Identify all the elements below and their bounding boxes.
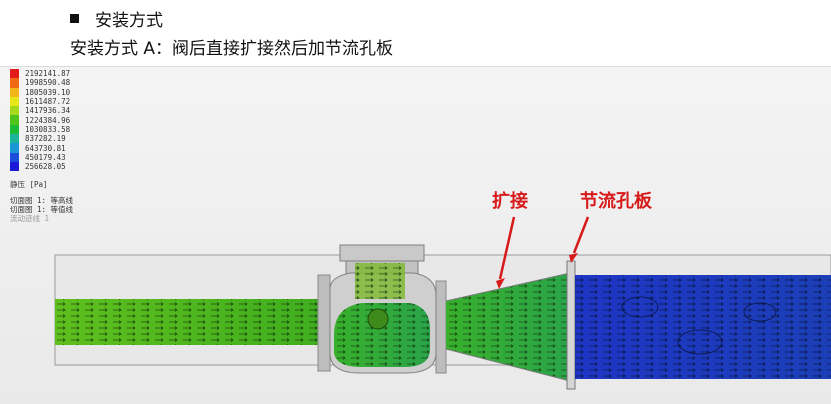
- valve-pipe-diagram: [54, 216, 831, 390]
- legend-swatch: [10, 96, 19, 107]
- legend-value: 450179.43: [25, 152, 66, 162]
- legend-row: 256628.05: [10, 161, 73, 172]
- legend-swatch: [10, 161, 19, 172]
- section-heading-text: 安装方式: [95, 10, 163, 31]
- legend-value: 2192141.87: [25, 69, 71, 79]
- legend-row: 2192141.87: [10, 69, 73, 79]
- bullet-square-icon: [70, 13, 79, 23]
- legend-row: 1611487.72: [10, 96, 73, 107]
- legend-value: 1998590.48: [25, 78, 71, 88]
- legend-row: 1030833.58: [10, 124, 73, 135]
- orifice-plate-label: 节流孔板: [580, 191, 652, 212]
- legend-value: 1611487.72: [25, 97, 71, 107]
- section-heading: 安装方式: [70, 6, 163, 31]
- legend-row: 643730.81: [10, 143, 73, 153]
- legend-row: 1417936.34: [10, 106, 73, 116]
- legend-row: 837282.19: [10, 134, 73, 144]
- legend-note-isoline: 切面图 1: 等值线: [10, 205, 74, 215]
- legend-value: 643730.81: [25, 143, 66, 153]
- legend-swatch: [10, 134, 19, 144]
- expansion-label: 扩接: [492, 191, 528, 212]
- legend-swatch: [10, 124, 19, 135]
- legend-note-trajectory: 流动迹线 1: [10, 214, 50, 224]
- legend-value: 837282.19: [25, 134, 66, 144]
- legend-value: 256628.05: [25, 162, 66, 172]
- legend-row: 1805039.10: [10, 87, 73, 97]
- legend-swatch: [10, 106, 19, 116]
- legend-row: 1224384.96: [10, 115, 73, 125]
- section-subheading: 安装方式 A：阀后直接扩接然后加节流孔板: [70, 39, 394, 59]
- legend-value: 1417936.34: [25, 106, 71, 116]
- legend-swatch: [10, 115, 19, 125]
- legend-row: 1998590.48: [10, 78, 73, 88]
- legend-swatch: [10, 143, 19, 153]
- legend-note-contour: 切面图 1: 等高线: [10, 196, 74, 206]
- legend-swatch: [10, 87, 19, 97]
- legend-value: 1224384.96: [25, 115, 71, 125]
- legend-row: 450179.43: [10, 152, 73, 162]
- legend-value: 1030833.58: [25, 124, 71, 134]
- legend-unit: 静压 [Pa]: [10, 180, 48, 190]
- legend-value: 1805039.10: [25, 87, 71, 97]
- legend-swatch: [10, 69, 19, 79]
- legend-swatch: [10, 78, 19, 88]
- legend-swatch: [10, 152, 19, 162]
